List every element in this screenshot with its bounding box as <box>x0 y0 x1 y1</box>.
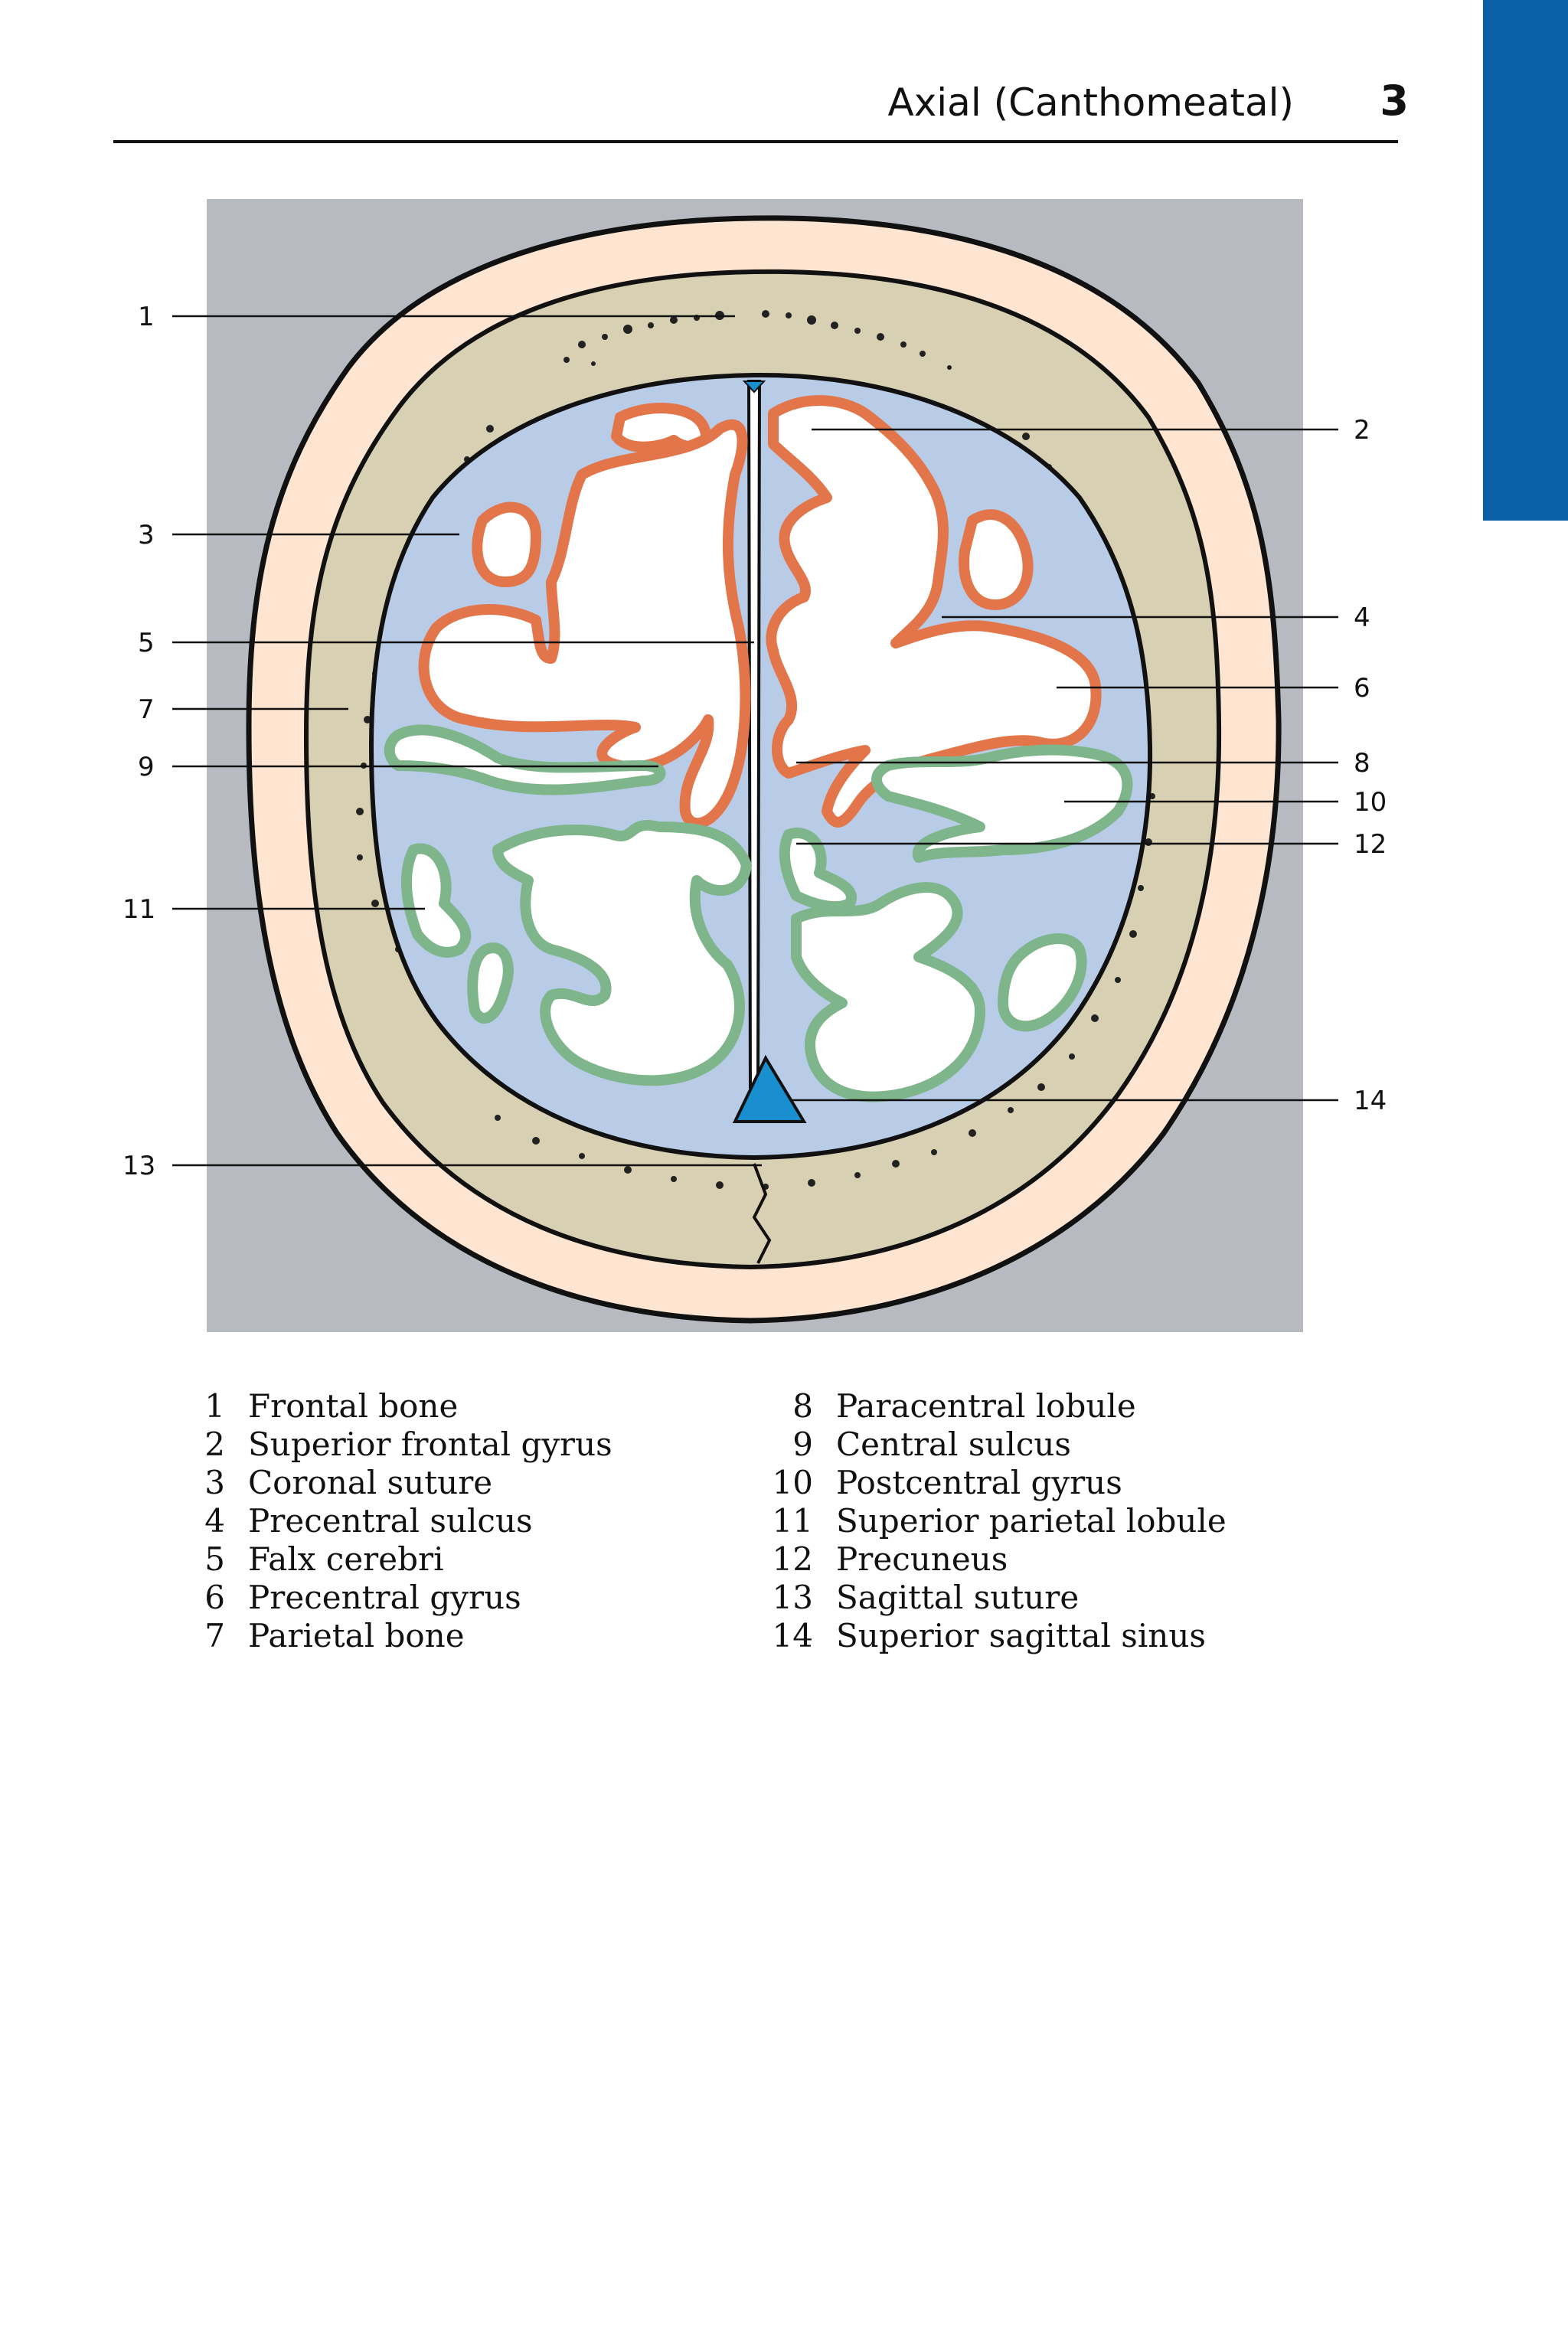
callout-8: 8 <box>1354 748 1370 779</box>
legend-item: 13 Sagittal suture <box>766 1579 1227 1617</box>
side-tab <box>1483 0 1568 521</box>
falx-cerebri <box>746 380 762 1089</box>
sinus-anterior <box>742 380 766 394</box>
legend-item: 9 Central sulcus <box>766 1426 1227 1464</box>
legend-number: 2 <box>204 1426 225 1463</box>
right-parietal-gyri <box>779 744 1133 1102</box>
legend-number: 4 <box>204 1502 225 1540</box>
legend-number: 5 <box>204 1540 225 1578</box>
right-frontal-gyri <box>766 395 1102 828</box>
legend-number: 14 <box>772 1617 813 1654</box>
legend-item: 10 Postcentral gyrus <box>766 1464 1227 1502</box>
legend-label: Superior frontal gyrus <box>248 1426 612 1463</box>
page-title: Axial (Canthomeatal) <box>887 80 1295 125</box>
legend-label: Precentral gyrus <box>248 1579 521 1616</box>
callout-numbers: 1 2 3 4 5 6 7 8 9 10 11 12 13 14 <box>122 302 1387 1181</box>
leader-lines <box>172 315 1338 1167</box>
legend-item: 12 Precuneus <box>766 1540 1227 1579</box>
legend-label: Superior parietal lobule <box>836 1502 1227 1540</box>
callout-10: 10 <box>1354 787 1387 818</box>
callout-2: 2 <box>1354 415 1370 446</box>
callout-6: 6 <box>1354 673 1370 704</box>
legend-item: 7 Parietal bone <box>178 1617 612 1655</box>
legend-item: 14 Superior sagittal sinus <box>766 1617 1227 1655</box>
header-rule <box>113 140 1398 143</box>
legend-label: Superior sagittal sinus <box>836 1617 1206 1654</box>
callout-4: 4 <box>1354 603 1370 633</box>
superior-sagittal-sinus <box>732 1054 807 1123</box>
legend-item: 4 Precentral sulcus <box>178 1502 612 1540</box>
legend-number: 7 <box>204 1617 225 1654</box>
callout-1: 1 <box>138 302 155 332</box>
legend-item: 5 Falx cerebri <box>178 1540 612 1579</box>
legend-number: 1 <box>204 1387 225 1425</box>
legend-label: Coronal suture <box>248 1464 493 1501</box>
legend-right: 8 Paracentral lobule 9 Central sulcus 10 Po… <box>766 1387 1227 1655</box>
legend-label: Sagittal suture <box>836 1579 1080 1616</box>
legend-number: 6 <box>204 1579 225 1616</box>
legend-item: 2 Superior frontal gyrus <box>178 1426 612 1464</box>
callout-14: 14 <box>1354 1086 1387 1116</box>
callout-3: 3 <box>138 520 155 550</box>
legend-label: Precuneus <box>836 1540 1008 1578</box>
legend-label: Frontal bone <box>248 1387 459 1425</box>
legend-label: Postcentral gyrus <box>836 1464 1122 1501</box>
callout-5: 5 <box>138 628 155 658</box>
axial-brain-diagram: 1 2 3 4 5 6 7 8 9 10 11 12 13 14 <box>122 199 1387 1332</box>
legend-label: Falx cerebri <box>248 1540 444 1578</box>
legend-number: 11 <box>772 1502 813 1540</box>
page-number: 3 <box>1380 77 1409 125</box>
callout-12: 12 <box>1354 829 1387 860</box>
legend-number: 8 <box>792 1387 813 1425</box>
legend-number: 9 <box>792 1426 813 1463</box>
legend-item: 8 Paracentral lobule <box>766 1387 1227 1426</box>
legend-number: 3 <box>204 1464 225 1501</box>
left-parietal-gyri <box>384 724 752 1086</box>
callout-13: 13 <box>122 1151 155 1181</box>
callout-11: 11 <box>122 894 155 925</box>
legend-label: Parietal bone <box>248 1617 465 1654</box>
legend-item: 3 Coronal suture <box>178 1464 612 1502</box>
sagittal-suture <box>752 1163 772 1264</box>
legend-label: Central sulcus <box>836 1426 1071 1463</box>
callout-9: 9 <box>138 752 155 782</box>
legend-label: Paracentral lobule <box>836 1387 1136 1425</box>
legend-number: 12 <box>772 1540 813 1578</box>
callout-7: 7 <box>138 694 155 725</box>
legend-item: 1 Frontal bone <box>178 1387 612 1426</box>
legend-number: 10 <box>772 1464 813 1501</box>
legend-item: 11 Superior parietal lobule <box>766 1502 1227 1540</box>
legend-number: 13 <box>772 1579 813 1616</box>
legend-label: Precentral sulcus <box>248 1502 533 1540</box>
legend-item: 6 Precentral gyrus <box>178 1579 612 1617</box>
